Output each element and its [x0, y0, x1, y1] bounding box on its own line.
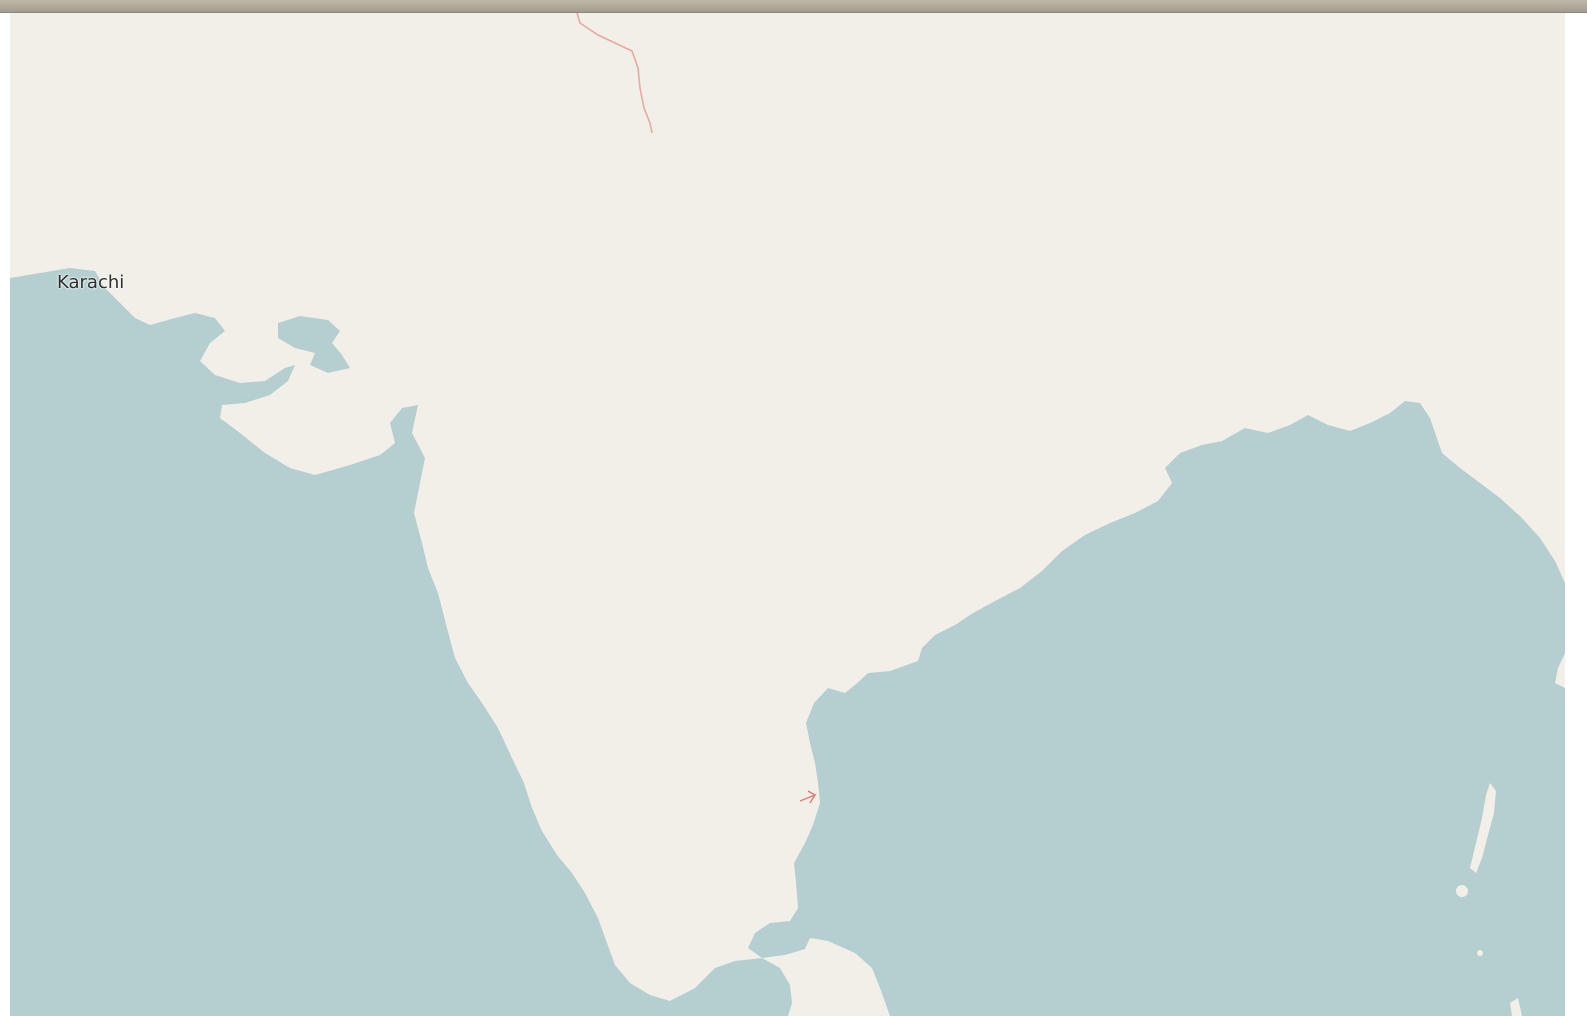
gulf-of-kutch	[278, 316, 350, 373]
bay-of-bengal	[748, 401, 1565, 1016]
window-top-bar	[0, 0, 1587, 13]
myanmar-coast-sliver	[1555, 653, 1565, 688]
border-line	[576, 13, 653, 134]
map-viewport[interactable]	[10, 13, 1565, 1016]
route-marker	[799, 790, 817, 804]
andaman-islands	[1470, 783, 1496, 873]
window-right-edge	[1565, 13, 1587, 1016]
sri-lanka	[788, 963, 878, 1016]
map-canvas[interactable]	[10, 13, 1565, 1016]
island-small-1	[1456, 885, 1468, 897]
island-small-2	[1477, 950, 1483, 956]
arabian-sea	[10, 268, 670, 1016]
city-label-karachi: Karachi	[57, 272, 125, 293]
gulf-of-mannar	[670, 958, 792, 1016]
southern-islands	[1510, 998, 1522, 1016]
